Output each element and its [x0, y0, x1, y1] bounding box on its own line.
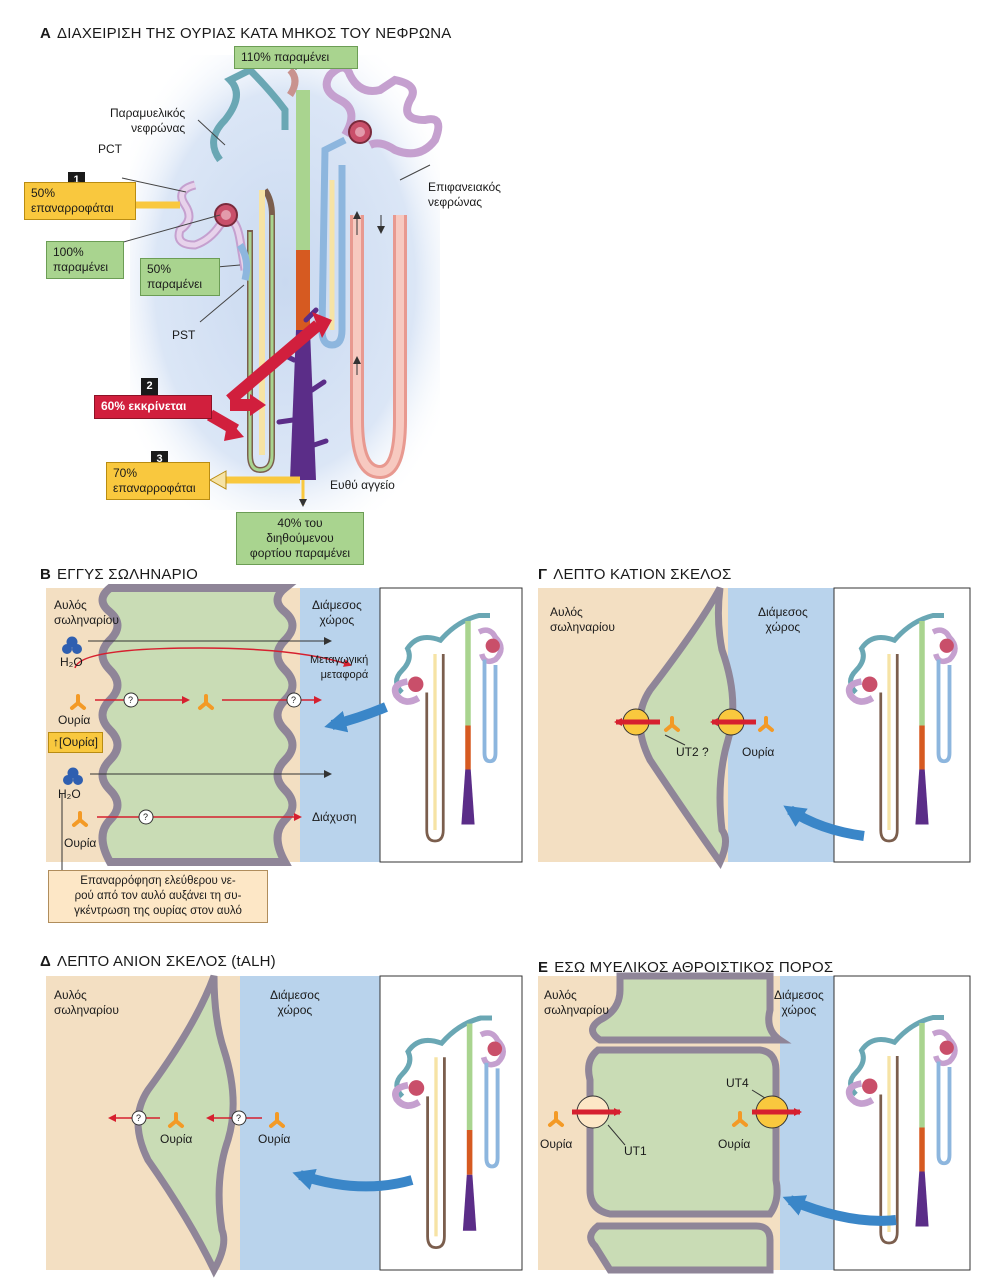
box-remain-100: 100% παραμένει: [46, 241, 124, 279]
d-urea-1: Ουρία: [160, 1132, 193, 1146]
label-juxtamedullary: Παραμυελικός νεφρώνας: [110, 106, 186, 135]
e-ut4-label: UT4: [726, 1076, 749, 1090]
box-bottom-remaining: 40% του διηθούμενου φορτίου παραμένει: [236, 512, 364, 565]
b-lumen-label: Αυλός σωληναρίου: [54, 598, 119, 627]
box-remain-50: 50% παραμένει: [140, 258, 220, 296]
imcd-cell-main: [585, 1046, 781, 1218]
mini-nephron-e: [845, 1015, 958, 1245]
g-urea-label: Ουρία: [742, 745, 775, 759]
talh-cell: [134, 974, 237, 1278]
b-urea-conc-box: ↑[Ουρία]: [48, 732, 103, 753]
b-note-box: Επαναρρόφηση ελεύθερου νε- ρού από τον α…: [48, 870, 268, 923]
b-urea-1: Ουρία: [58, 713, 91, 727]
pt-cell: [98, 584, 297, 866]
b-diffusion: Διάχυση: [312, 810, 357, 824]
e-interstitium-label: Διάμεσος χώρος: [774, 988, 824, 1017]
g-lumen-label: Αυλός σωληναρίου: [550, 605, 615, 634]
arrow-step2: [226, 320, 322, 405]
tdl-cell: [636, 586, 737, 869]
b-water-1: H₂O: [60, 655, 83, 669]
e-urea-2: Ουρία: [718, 1137, 751, 1151]
label-pst: PST: [172, 328, 196, 342]
b-urea-2: Ουρία: [64, 836, 97, 850]
mini-nephron-g: [845, 613, 958, 843]
imcd-cell-bottom: [587, 1222, 774, 1274]
b-qmark-2: ?: [291, 695, 297, 705]
box-step3: 70% επαναρροφάται: [106, 462, 210, 500]
d-interstitium-label: Διάμεσος χώρος: [270, 988, 320, 1017]
d-qmark-1: ?: [136, 1113, 142, 1123]
d-lumen-label: Αυλός σωληναρίου: [54, 988, 119, 1017]
step-2-marker: 2: [141, 378, 158, 395]
b-qmark-1: ?: [128, 695, 134, 705]
g-interstitium-label: Διάμεσος χώρος: [758, 605, 808, 634]
box-top-remaining: 110% παραμένει: [234, 46, 358, 69]
e-ut1-label: UT1: [624, 1144, 647, 1158]
e-lumen-label: Αυλός σωληναρίου: [544, 988, 609, 1017]
label-pct: PCT: [98, 142, 122, 156]
g-transporter-label: UT2 ?: [676, 745, 709, 759]
juxtamedullary-nephron: [210, 65, 289, 163]
e-urea-1: Ουρία: [540, 1137, 573, 1151]
superficial-nephron: [322, 63, 443, 158]
mini-nephron-b: [391, 613, 504, 843]
b-water-2: H₂O: [58, 787, 81, 801]
label-superficial: Επιφανειακός νεφρώνας: [428, 180, 501, 209]
mini-nephron-d: [392, 1015, 506, 1250]
box-step2: 60% εκκρίνεται: [94, 395, 212, 419]
box-step1: 50% επαναρροφάται: [24, 182, 136, 220]
b-interstitium-label: Διάμεσος χώρος: [312, 598, 362, 627]
d-qmark-2: ?: [236, 1113, 242, 1123]
b-qmark-3: ?: [143, 812, 149, 822]
b-transcellular: Μεταγωγική μεταφορά: [310, 654, 369, 681]
label-vasa-recta: Ευθύ αγγείο: [330, 478, 395, 492]
imcd-cell-top: [589, 972, 792, 1044]
d-urea-2: Ουρία: [258, 1132, 291, 1146]
